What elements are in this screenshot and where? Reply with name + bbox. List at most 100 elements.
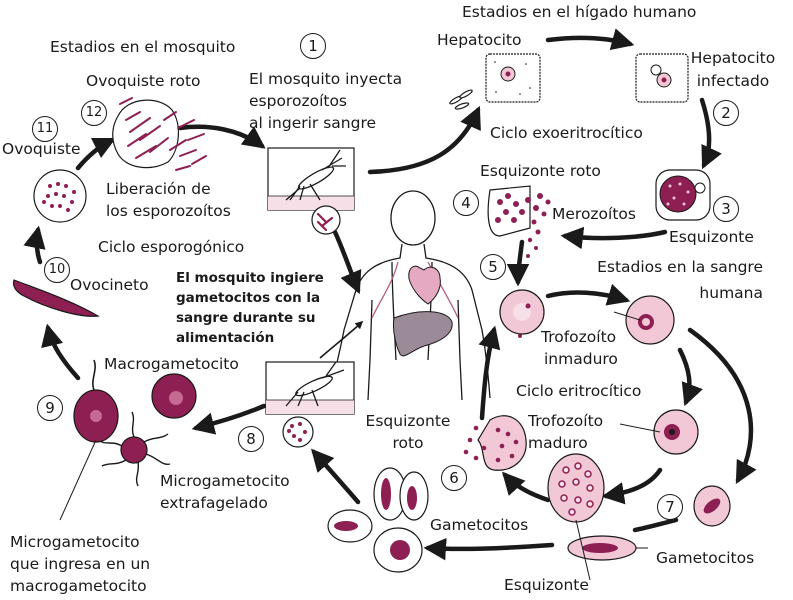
immature-trophozoite-label-line2: inmaduro (544, 350, 618, 368)
gametocyte-rbc-right (693, 485, 731, 527)
step-5-marker: 5 (480, 254, 506, 280)
mature-trophozoite-label-line2: maduro (528, 434, 588, 452)
mosquito-ingests-line3: sangre durante su (176, 310, 316, 326)
gametocytes-center-label: Gametocitos (430, 516, 529, 534)
oocyst-label: Ovoquiste (2, 140, 81, 158)
arrow-body-to-mosquito8 (319, 320, 364, 359)
ring-stage-rbc (499, 289, 545, 335)
mosquito-ingests-line4: alimentación (176, 330, 275, 346)
gametocyte-rbc-center (567, 535, 637, 561)
macrogametocyte-cell (151, 373, 197, 419)
blood-ruptured-schizont-label-line2: roto (392, 434, 424, 452)
step-6-marker: 6 (441, 465, 467, 491)
arrow-ring-to-immature (545, 283, 631, 306)
arrow-to-liver (367, 105, 481, 175)
mosquito-stages-title: Estadios en el mosquito (50, 38, 236, 56)
mosquito-8-panel (265, 361, 355, 448)
fertilization-macrogamete (73, 359, 119, 443)
mosquito-1-panel (267, 147, 355, 235)
arrow-gametocytes-right-center (632, 517, 679, 533)
oocyst-cell (33, 169, 87, 223)
arrow-immature-to-mature (677, 347, 703, 407)
microgametocyte-exflagellated (97, 411, 171, 487)
liver-schizont-label: Esquizonte (669, 228, 754, 246)
sporozoite-release-label-line1: Liberación de (106, 180, 211, 198)
hepatocyte-label: Hepatocito (437, 31, 522, 49)
mosquito-injects-line3: al ingerir sangre (249, 114, 377, 132)
microgametocyte-enter-label-line3: macrogametocito (10, 577, 147, 595)
hepatocyte-cell (485, 53, 541, 103)
blood-ruptured-schizont (463, 415, 527, 471)
ookinete-label: Ovocineto (70, 276, 149, 294)
liver-ruptured-schizont-cell (487, 185, 551, 338)
arrow-schizont-ruptured (560, 226, 668, 250)
pointer-lines (59, 311, 661, 581)
arrow-ookinete-to-oocyst (23, 225, 46, 265)
arrow-gametes-to-ookinete (41, 323, 81, 381)
human-figure (329, 190, 491, 401)
liver-ruptured-schizont-label: Esquizonte roto (480, 162, 601, 180)
macrogametocyte-label: Macrogametocito (104, 355, 239, 373)
arrow-schizont-to-ruptured (501, 471, 551, 503)
step-9-marker: 9 (37, 395, 63, 421)
arrow-mature-to-schizont (601, 467, 663, 505)
mosquito-injects-line1: El mosquito inyecta (249, 70, 403, 88)
liver-schizont-cell (655, 169, 711, 221)
step-10-marker: 10 (44, 257, 70, 283)
blood-ruptured-schizont-label-line1: Esquizonte (365, 412, 451, 430)
gametocytes-sampled-cells (327, 467, 429, 573)
arrow-mosquito8-to-gametes (191, 403, 267, 435)
infected-hepatocyte-label-line1: Hepatocito (690, 49, 776, 67)
arrow-mosquito1-to-body (332, 229, 362, 295)
erythrocytic-cycle-label: Ciclo eritrocítico (516, 382, 642, 400)
step-3-marker: 3 (713, 196, 739, 222)
microgametocyte-exflag-label-line1: Microgametocito (160, 472, 290, 490)
step-8-marker: 8 (238, 426, 264, 452)
cycle-arrows (23, 28, 757, 561)
sporozoite-release-label-line2: los esporozoítos (106, 202, 231, 220)
mature-trophozoite-label-line1: Trofozoíto (528, 412, 604, 430)
infected-hepatocyte-label-line2: infectado (696, 72, 770, 90)
step-11-marker: 11 (32, 116, 58, 142)
mature-trophozoite-rbc (653, 409, 699, 455)
liver (393, 311, 453, 357)
immature-trophozoite-rbc (625, 295, 675, 345)
immature-trophozoite-label-line1: Trofozoíto (541, 328, 617, 346)
arrow-oocyst-to-ruptured (75, 137, 117, 171)
arrow-ruptured-to-mosquito1 (177, 124, 266, 149)
step-7-marker: 7 (657, 494, 683, 520)
blood-stages-title-line1: Estadios en la sangre (597, 258, 763, 276)
mosquito-ingests-line2: gametocitos con la (176, 290, 321, 306)
ruptured-oocyst-label: Ovoquiste roto (86, 72, 201, 90)
step-1-marker: 1 (300, 33, 326, 59)
sporogonic-cycle-label: Ciclo esporogónico (98, 238, 245, 256)
step-2-marker: 2 (713, 100, 739, 126)
blood-schizont-rbc (547, 453, 605, 523)
mosquito-ingests-line1: El mosquito ingiere (176, 270, 324, 286)
mosquito-injects-line2: esporozoítos (249, 92, 348, 110)
arrow-merozoites-blood (506, 239, 530, 287)
step-12-marker: 12 (81, 100, 107, 126)
arrow-infected-schizont (699, 97, 722, 170)
arrow-to-mosquito-8 (311, 448, 361, 505)
microgametocyte-enter-label-line2: que ingresa en un (10, 555, 151, 573)
arrow-hepatocyte-infected (545, 28, 635, 51)
ruptured-oocyst-cell (112, 97, 207, 171)
exoerythrocytic-cycle-label: Ciclo exoeritrocítico (490, 124, 643, 142)
heart (408, 265, 441, 305)
sporozoites-near-hepatocyte (449, 89, 473, 110)
microgametocyte-exflag-label-line2: extrafagelado (160, 494, 268, 512)
blood-stages-title-line2: humana (699, 284, 763, 302)
microgametocyte-enter-label-line1: Microgametocito (10, 533, 140, 551)
infected-hepatocyte-cell (635, 53, 689, 103)
merozoites-label: Merozoítos (552, 205, 636, 223)
arrow-ruptured-to-ring (478, 325, 501, 421)
ookinete-cell (12, 279, 100, 317)
arrow-gametocytes-to-left (423, 537, 555, 561)
step-4-marker: 4 (453, 190, 479, 216)
arrow-to-gametocytes-right (687, 327, 757, 484)
blood-schizont-label: Esquizonte (504, 576, 589, 594)
liver-stages-title: Estadios en el hígado humano (462, 3, 697, 21)
gametocytes-right-label: Gametocitos (656, 549, 755, 567)
